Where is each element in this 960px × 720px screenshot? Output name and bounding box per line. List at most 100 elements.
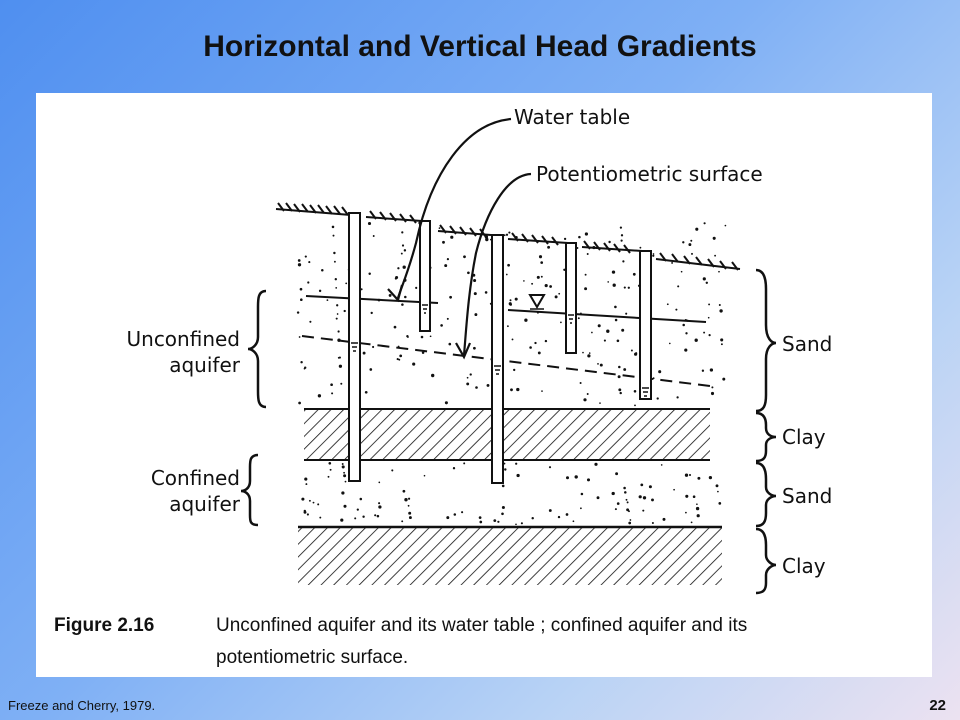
sand-dot	[335, 287, 338, 289]
sand-dot	[709, 368, 714, 372]
sand-dot	[658, 370, 662, 374]
callout-potentiometric-surface: Potentiometric surface	[536, 162, 763, 186]
sand-dot	[334, 278, 337, 281]
sand-dot	[509, 303, 512, 306]
sand-dot	[640, 483, 644, 487]
sand-dot	[633, 390, 637, 393]
sand-dot	[616, 339, 620, 343]
sand-dot	[639, 246, 642, 249]
sand-dot	[343, 309, 346, 313]
sand-dot	[682, 241, 685, 244]
sand-dot	[407, 504, 410, 507]
sand-dot	[690, 521, 693, 524]
sand-dot	[536, 275, 540, 279]
sand-dot	[307, 281, 310, 284]
sand-dot	[330, 383, 333, 387]
sand-dot	[484, 291, 488, 294]
sand-dot	[378, 505, 382, 509]
sand-dot	[614, 318, 618, 322]
sand-dot	[594, 462, 598, 466]
sand-dot	[369, 368, 373, 371]
sand-dot	[340, 382, 343, 385]
sand-dot	[408, 497, 411, 500]
sand-dot	[584, 232, 589, 236]
sand-dot	[606, 329, 610, 333]
sand-dot	[326, 299, 329, 301]
sand-dot	[577, 317, 580, 320]
sand-dot	[695, 227, 699, 231]
sand-dot	[548, 466, 552, 469]
sand-dot	[697, 476, 701, 480]
sand-dot	[378, 502, 381, 505]
sand-dot	[296, 311, 300, 314]
sand-dot	[475, 386, 478, 389]
sand-dot	[479, 520, 483, 524]
sand-dot	[624, 491, 627, 494]
sand-dot	[537, 351, 541, 355]
sand-dot	[469, 373, 472, 376]
sand-dot	[722, 377, 726, 381]
sand-dot	[708, 475, 713, 480]
sand-dot	[318, 289, 322, 293]
left-braces	[240, 289, 267, 527]
sand-dot	[703, 331, 706, 334]
label-confined-line2: aquifer	[169, 492, 241, 516]
sand-dot	[331, 225, 335, 229]
sand-dot	[520, 522, 523, 525]
sand-dot	[360, 288, 363, 291]
aquifer-diagram: Water table Potentiometric surface Uncon…	[54, 105, 832, 668]
sand-dot	[312, 501, 315, 504]
sand-dot	[397, 267, 400, 270]
sand-dot	[399, 354, 403, 358]
sand-dot	[501, 505, 505, 510]
sand-dot	[511, 338, 514, 341]
sand-dot	[463, 255, 466, 259]
sand-dot	[298, 401, 301, 405]
sand-dot	[549, 285, 552, 288]
sand-dot	[599, 402, 601, 404]
sand-dot	[540, 261, 544, 264]
sand-dot	[540, 275, 543, 278]
sand-dot	[587, 354, 591, 358]
sand-dot	[515, 462, 518, 465]
sand-dot	[617, 375, 621, 379]
sand-dot	[474, 313, 478, 317]
caption-line-2: potentiometric surface.	[216, 647, 408, 668]
sand-dot	[718, 502, 722, 505]
sand-dot	[415, 286, 418, 289]
sand-dot	[638, 495, 642, 499]
sand-dot	[682, 323, 685, 327]
sand-dot	[341, 491, 345, 495]
sand-dot	[344, 480, 347, 483]
sand-dot	[720, 343, 723, 346]
sand-dot	[420, 335, 424, 339]
sand-dot	[720, 338, 724, 342]
label-unconfined-line2: aquifer	[169, 353, 241, 377]
callout-water-table: Water table	[514, 105, 630, 129]
sand-dot	[586, 393, 589, 395]
sand-dot	[708, 303, 711, 306]
sand-dot	[505, 273, 508, 276]
sand-dot	[398, 358, 401, 361]
sand-dot	[466, 382, 470, 386]
sand-dot	[538, 255, 543, 259]
sand-dot	[440, 324, 443, 327]
sand-dot	[388, 293, 392, 297]
sand-dot	[452, 467, 456, 470]
clay-layer-upper	[304, 409, 710, 460]
sand-dot	[724, 224, 727, 227]
sand-dot	[718, 270, 720, 273]
sand-dot	[580, 492, 584, 496]
sand-dot	[466, 376, 469, 379]
sand-dot	[626, 508, 630, 512]
right-braces	[755, 268, 777, 595]
sand-dot	[534, 341, 537, 345]
sand-dot	[616, 502, 620, 505]
sand-dot	[444, 264, 448, 268]
sand-dot	[354, 517, 357, 520]
sand-dot	[652, 253, 655, 255]
sand-dot	[586, 478, 591, 482]
sand-dot	[497, 520, 500, 523]
label-sand-upper: Sand	[782, 332, 832, 356]
water-table-symbol	[528, 294, 546, 309]
